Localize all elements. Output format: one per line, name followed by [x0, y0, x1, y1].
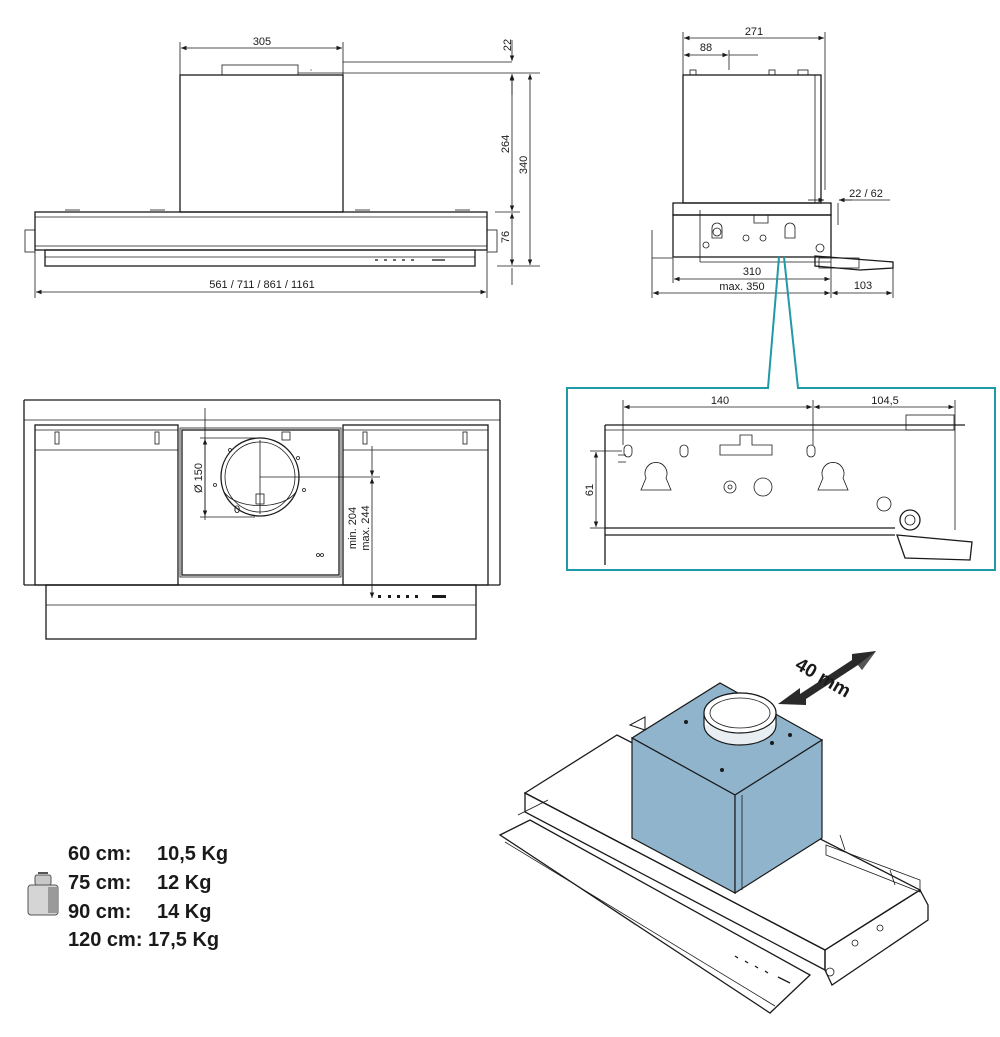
weight-size-60: 60 cm: [68, 843, 131, 865]
weight-table: 60 cm: 10,5 Kg 75 cm: 12 Kg 90 cm: 14 Kg… [27, 843, 228, 951]
detail-view: 140 104,5 61 [584, 395, 973, 565]
dim-max-350: max. 350 [719, 281, 764, 293]
front-chimney [179, 74, 344, 213]
isometric-view: 40 mm [498, 651, 929, 1014]
detail-callout [566, 256, 996, 571]
zero-mark: 0 [234, 504, 240, 516]
dim-103: 103 [854, 280, 872, 292]
front-visor [44, 249, 476, 267]
dim-max-244: max. 244 [360, 505, 372, 550]
weight-size-75: 75 cm: [68, 872, 131, 894]
bottom-visor [45, 584, 477, 640]
iso-visor [498, 819, 812, 1014]
front-view: 305 22 264 340 76 561 / 711 / 861 / 1161 [24, 36, 540, 298]
dim-340: 340 [518, 156, 530, 174]
bottom-right-panel [342, 424, 489, 586]
dim-140: 140 [711, 395, 729, 407]
dim-310: 310 [743, 266, 761, 278]
bottom-view: Ø 150 0 min. 204 max. 244 [23, 399, 501, 640]
dim-104-5: 104,5 [871, 395, 899, 407]
dim-total-width: 561 / 711 / 861 / 1161 [209, 279, 314, 291]
front-body [34, 211, 488, 251]
bottom-motor-opening [181, 429, 340, 576]
side-body [672, 214, 832, 258]
front-outlet [221, 64, 299, 76]
side-visor [814, 255, 894, 271]
dim-305: 305 [253, 36, 271, 48]
dim-264: 264 [500, 135, 512, 153]
dim-22-62: 22 / 62 [849, 188, 883, 200]
side-view: 271 88 22 / 62 310 max. 350 103 [651, 26, 894, 298]
weight-value-120: 17,5 Kg [148, 929, 219, 951]
weight-size-90: 90 cm: [68, 901, 131, 923]
detail-visor [896, 534, 973, 561]
weight-value-75: 12 Kg [157, 872, 211, 894]
side-chimney [682, 74, 822, 204]
iso-chimney-right [734, 738, 823, 895]
bottom-control-panel [378, 595, 446, 598]
weight-size-120: 120 cm: [68, 929, 143, 951]
iso-body-side [824, 889, 929, 986]
dim-271: 271 [745, 26, 763, 38]
dim-88: 88 [700, 42, 712, 54]
dim-22: 22 [502, 39, 514, 51]
iso-arrow-40mm [778, 651, 876, 705]
weight-value-90: 14 Kg [157, 901, 211, 923]
bottom-left-panel [34, 424, 179, 586]
weight-value-60: 10,5 Kg [157, 843, 228, 865]
dim-61: 61 [584, 484, 596, 496]
dim-76: 76 [500, 231, 512, 243]
dim-diameter-150: Ø 150 [193, 463, 205, 493]
weight-icon [27, 872, 59, 916]
dim-min-204: min. 204 [347, 507, 359, 549]
